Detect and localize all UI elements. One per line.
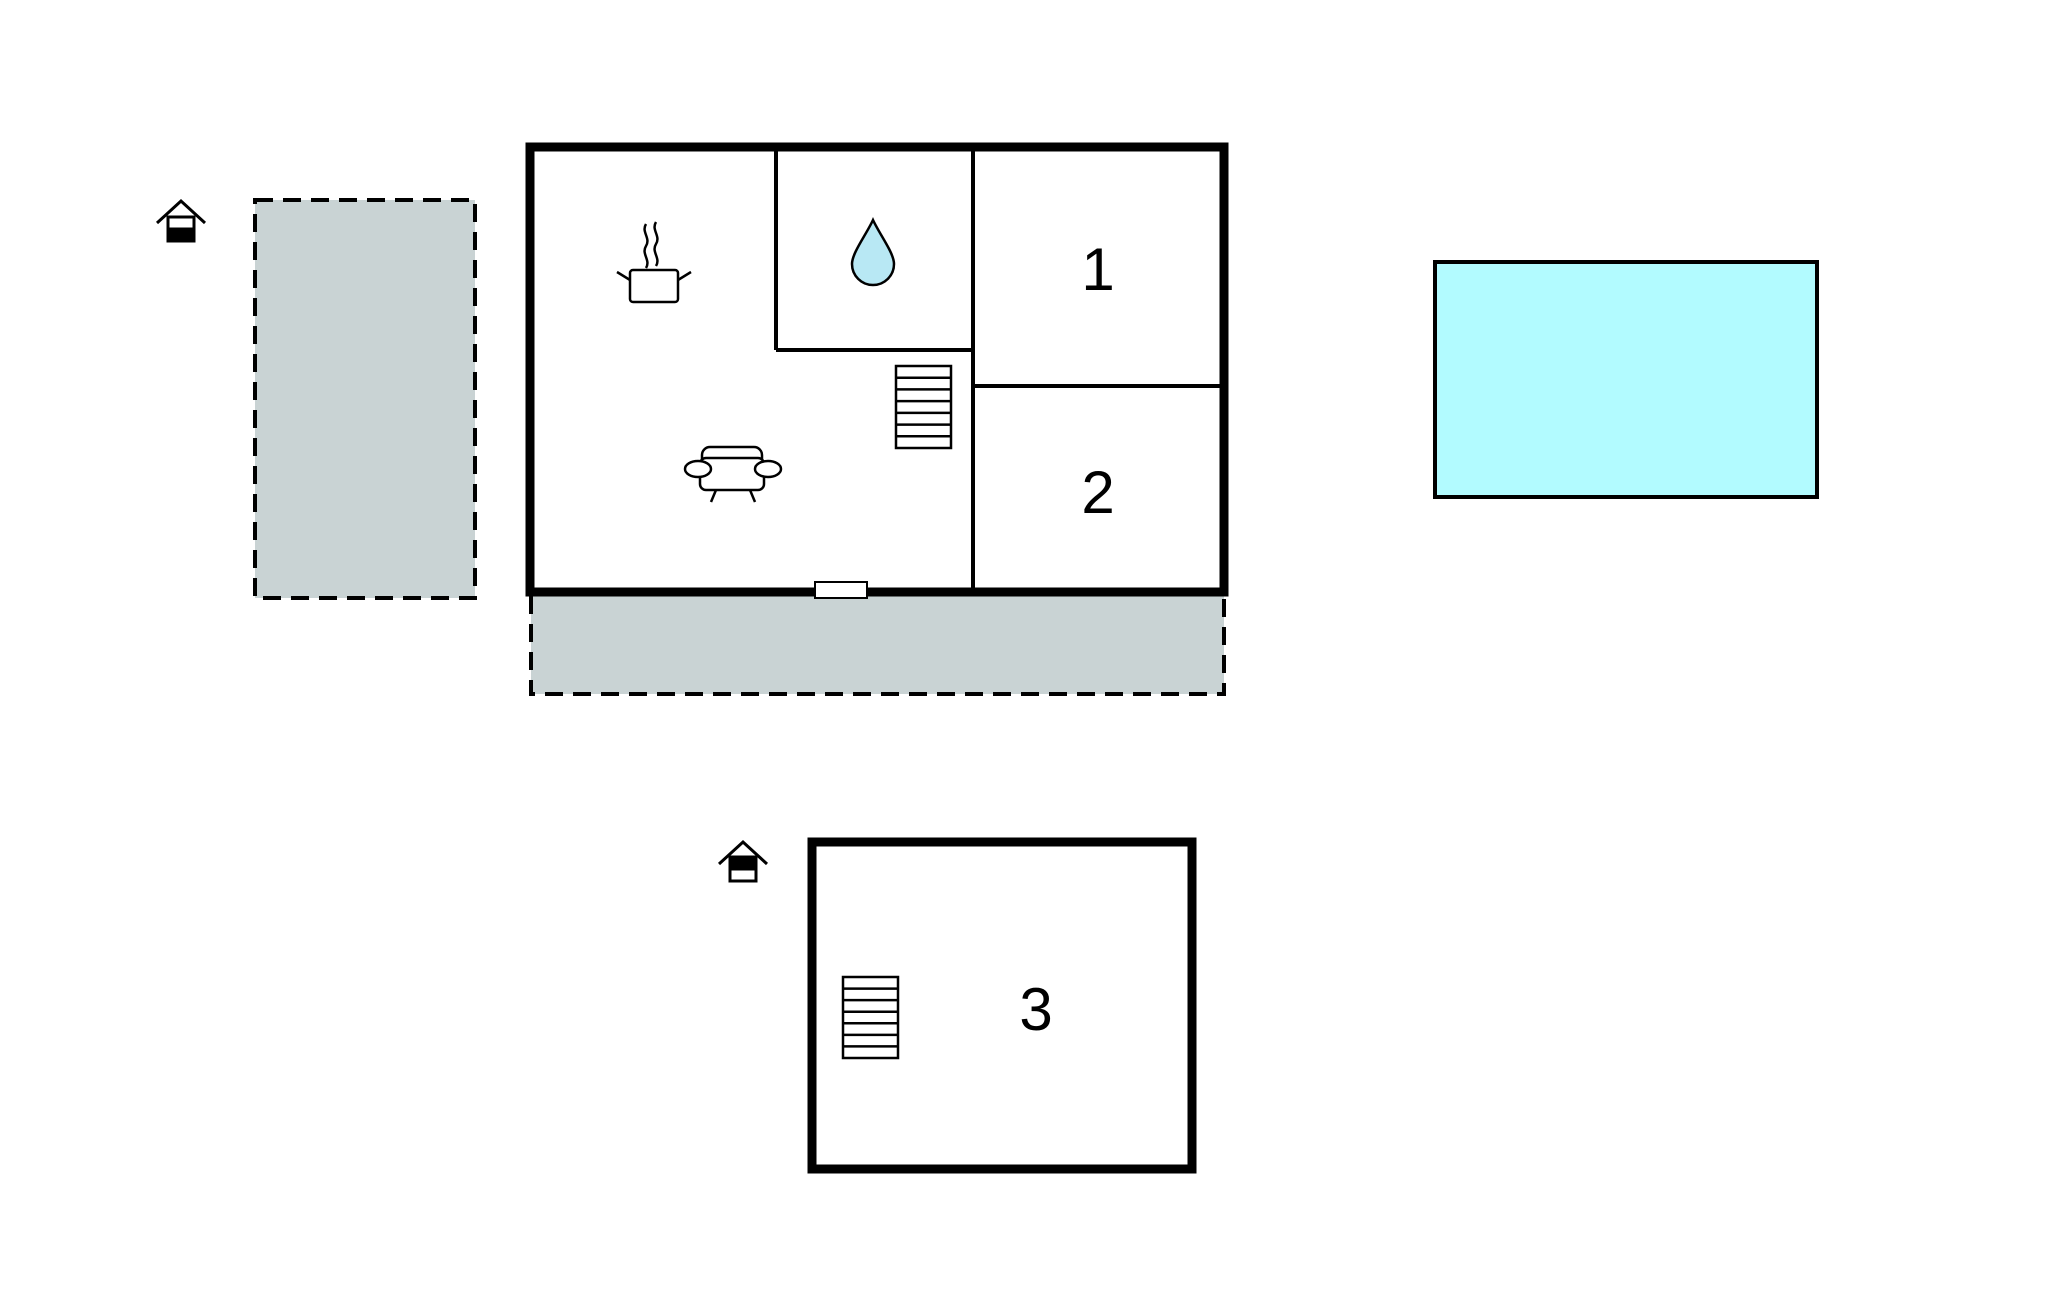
stairs-icon bbox=[894, 364, 953, 450]
stairs-icon bbox=[841, 975, 900, 1060]
interior-walls bbox=[774, 147, 1224, 592]
terrace-left bbox=[253, 198, 477, 600]
door-icon bbox=[814, 581, 868, 599]
cooking-pot-icon bbox=[616, 221, 692, 304]
pool bbox=[1433, 260, 1819, 499]
room-label-1: 1 bbox=[1081, 236, 1114, 303]
house-entrance-icon bbox=[155, 198, 207, 243]
house-entrance-icon bbox=[717, 839, 769, 883]
main-house bbox=[525, 142, 1229, 597]
room-label-3: 3 bbox=[1019, 976, 1052, 1043]
sofa-icon bbox=[683, 445, 783, 503]
room-label-2: 2 bbox=[1081, 459, 1114, 526]
terrace-bottom bbox=[529, 590, 1226, 696]
water-drop-icon bbox=[850, 217, 896, 287]
